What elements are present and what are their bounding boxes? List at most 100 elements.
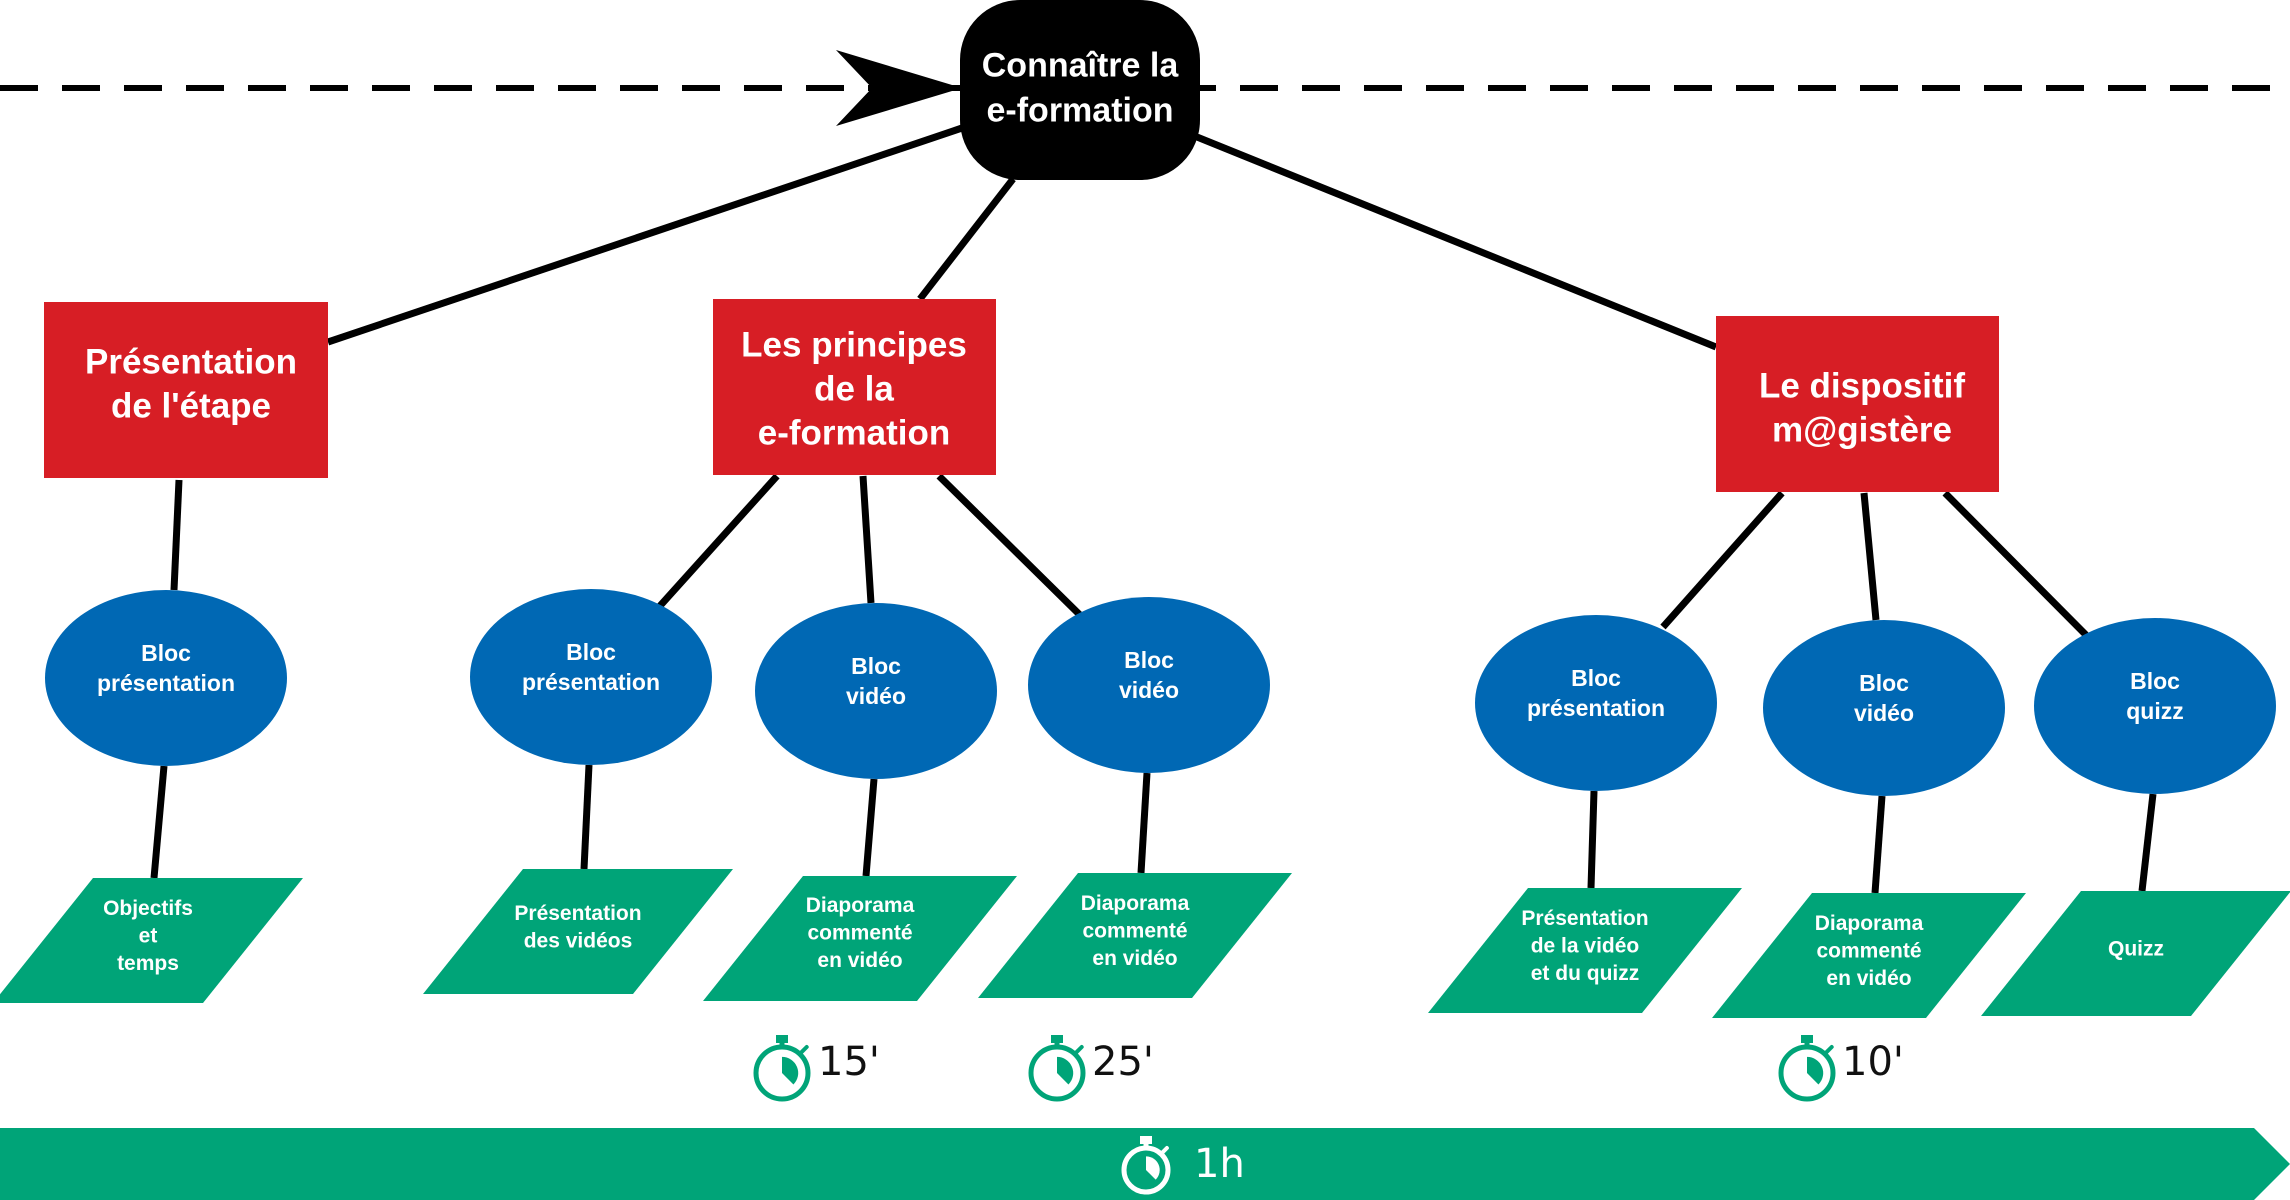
- content-node-label: Diaporama: [806, 894, 915, 917]
- root-node-label: e-formation: [987, 92, 1174, 130]
- edge-bloc-to-content: [150, 765, 168, 879]
- duration-label: 25': [1092, 1039, 1154, 1085]
- section-node-label: Les principes: [741, 326, 967, 365]
- bloc-node-label: Bloc: [1124, 647, 1174, 673]
- content-node-label: Objectifs: [103, 897, 193, 920]
- content-node-shape: [978, 873, 1292, 998]
- bloc-node-label: Bloc: [566, 639, 616, 665]
- stopwatch-icon: [1121, 1136, 1171, 1195]
- section-node-shape: [44, 302, 328, 478]
- edge-root-to-section: [326, 124, 964, 346]
- bloc-node: Bloc vidéo: [755, 603, 997, 779]
- arrow-head-icon: [836, 50, 962, 126]
- edge-section-to-bloc: [1660, 490, 1785, 630]
- edge-bloc-to-content: [2138, 793, 2157, 892]
- content-node-label: en vidéo: [817, 949, 902, 972]
- total-duration-bar-shape: [0, 1128, 2290, 1200]
- content-node-label: des vidéos: [524, 929, 633, 952]
- edge-bloc-to-content: [1137, 772, 1151, 874]
- bloc-node-shape: [470, 589, 712, 765]
- stopwatch-icon: [1028, 1035, 1086, 1102]
- bloc-node-shape: [1475, 615, 1717, 791]
- edge-section-to-bloc: [936, 473, 1084, 619]
- content-node-label: en vidéo: [1826, 967, 1911, 990]
- bloc-node-label: quizz: [2126, 698, 2184, 724]
- content-node-shape: [1712, 893, 2026, 1018]
- content-node-label: et du quizz: [1531, 962, 1640, 985]
- content-node: Quizz: [1981, 891, 2290, 1016]
- content-node: Diaporama commenté en vidéo: [1712, 893, 2026, 1018]
- bloc-node-label: Bloc: [851, 653, 901, 679]
- section-node-shape: [713, 299, 996, 475]
- content-node-label: Présentation: [1521, 907, 1648, 930]
- edge-section-to-bloc: [859, 475, 875, 604]
- edge-root-to-section: [1195, 133, 1718, 351]
- edge-bloc-to-content: [862, 778, 878, 877]
- section-node-label: de la: [814, 370, 894, 409]
- duration-marker: 25': [1028, 1035, 1154, 1102]
- bloc-node: Bloc vidéo: [1763, 620, 2005, 796]
- bloc-node-label: vidéo: [846, 683, 906, 709]
- duration-marker: 10': [1778, 1035, 1904, 1102]
- content-node-label: commenté: [807, 922, 912, 945]
- bloc-node-shape: [2034, 618, 2276, 794]
- content-node-shape: [1981, 891, 2290, 1016]
- bloc-node-label: présentation: [522, 669, 660, 695]
- diagram-edges: [150, 124, 2157, 894]
- root-node: Connaître la e-formation: [960, 0, 1200, 180]
- content-node-shape: [423, 869, 733, 994]
- duration-label: 15': [818, 1039, 880, 1085]
- bloc-node: Bloc présentation: [1475, 615, 1717, 791]
- content-node-label: Diaporama: [1081, 892, 1190, 915]
- section-node-principes-eformation: Les principes de la e-formation: [713, 299, 996, 475]
- section-node-dispositif-magistere: Le dispositif m@gistère: [1716, 316, 1999, 492]
- bloc-node: Bloc présentation: [470, 589, 712, 765]
- duration-marker: 15': [753, 1035, 880, 1102]
- content-node-shape: [0, 878, 303, 1003]
- content-node-label: Quizz: [2108, 938, 2164, 961]
- section-node-label: Présentation: [85, 343, 297, 382]
- content-node-label: temps: [117, 952, 179, 975]
- bloc-node-shape: [755, 603, 997, 779]
- stopwatch-icon: [753, 1035, 811, 1102]
- content-node: Diaporama commenté en vidéo: [703, 876, 1017, 1001]
- content-node: Objectifs et temps: [0, 878, 303, 1003]
- content-node-label: Diaporama: [1815, 912, 1924, 935]
- bloc-node-label: présentation: [1527, 695, 1665, 721]
- edge-bloc-to-content: [1871, 795, 1886, 894]
- section-node-label: m@gistère: [1772, 411, 1952, 450]
- bloc-node-shape: [1763, 620, 2005, 796]
- bloc-node-label: Bloc: [1859, 670, 1909, 696]
- edge-bloc-to-content: [580, 764, 593, 870]
- edge-bloc-to-content: [1587, 790, 1598, 889]
- root-node-label: Connaître la: [982, 47, 1180, 85]
- root-node-shape: [960, 0, 1200, 180]
- bloc-node-shape: [45, 590, 287, 766]
- content-node-label: et: [139, 925, 158, 948]
- duration-label: 10': [1842, 1039, 1904, 1085]
- section-node-presentation-etape: Présentation de l'étape: [44, 302, 328, 478]
- bloc-node-label: Bloc: [1571, 665, 1621, 691]
- edge-root-to-section: [917, 176, 1016, 302]
- content-node-shape: [1428, 888, 1742, 1013]
- total-duration-bar: 1h: [0, 1128, 2290, 1200]
- section-node-shape: [1716, 316, 1999, 492]
- content-node-label: de la vidéo: [1531, 935, 1640, 958]
- edge-section-to-bloc: [656, 473, 780, 610]
- section-node-label: e-formation: [758, 414, 951, 453]
- bloc-node-label: présentation: [97, 670, 235, 696]
- content-node: Présentation des vidéos: [423, 869, 733, 994]
- edge-section-to-bloc: [1860, 492, 1880, 621]
- section-node-label: de l'étape: [111, 387, 271, 426]
- content-node-label: commenté: [1816, 940, 1921, 963]
- content-node-shape: [703, 876, 1017, 1001]
- section-node-label: Le dispositif: [1759, 367, 1965, 406]
- content-node-label: en vidéo: [1092, 947, 1177, 970]
- content-node-label: Présentation: [514, 902, 641, 925]
- bloc-node: Bloc vidéo: [1028, 597, 1270, 773]
- bloc-node-label: vidéo: [1119, 677, 1179, 703]
- bloc-node-label: vidéo: [1854, 700, 1914, 726]
